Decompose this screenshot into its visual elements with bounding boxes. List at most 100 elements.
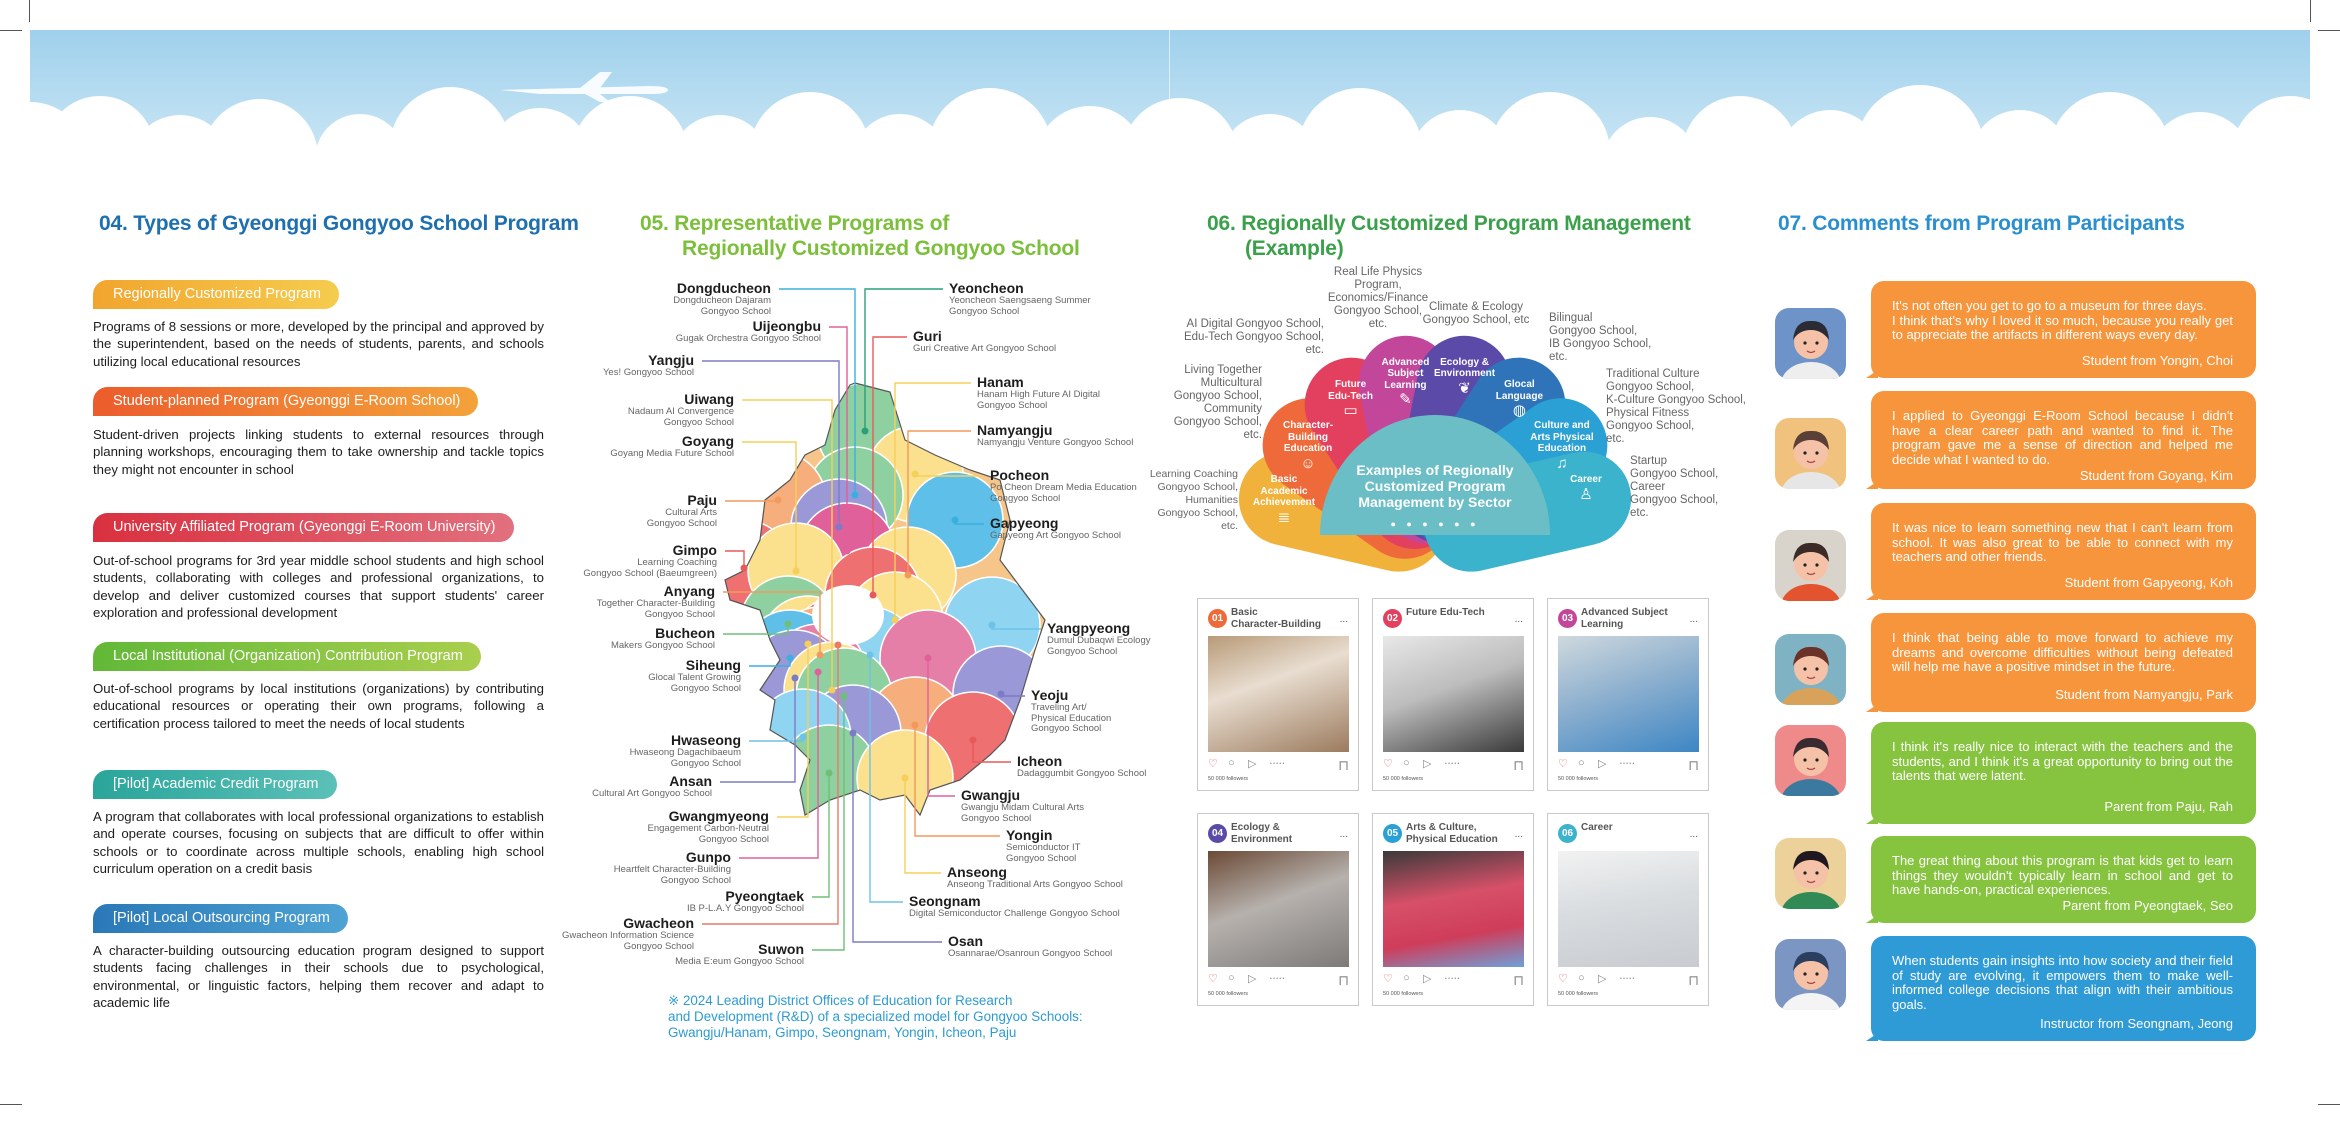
more-options-icon[interactable]: ... [1689,829,1698,840]
region-dot [774,496,782,504]
petal-label-text: Basic Academic Achievement [1252,474,1316,509]
send-icon[interactable]: ▷ [1423,758,1432,770]
carousel-dots: • • • • • [1620,761,1635,767]
heart-icon[interactable]: ♡ [1383,973,1393,985]
region-name: Bucheon [655,625,715,641]
comment-icon[interactable]: ○ [1403,972,1410,984]
comment-icon[interactable]: ○ [1228,757,1235,769]
region-dot [911,721,919,729]
participant-avatar [1775,725,1846,796]
send-icon[interactable]: ▷ [1598,758,1607,770]
school-name: Dumul Dubaqwi Ecology Gongyoo School [1047,635,1151,657]
region-name: Anseong [947,864,1007,880]
bookmark-icon[interactable]: ⊓ [1688,757,1699,773]
footnote: ※ 2024 Leading District Offices of Educa… [668,993,1083,1040]
card-photo [1558,636,1699,752]
card-actions: ♡○▷• • • • •⊓ [1558,972,1699,988]
send-icon[interactable]: ▷ [1598,973,1607,985]
participant-avatar [1775,838,1846,909]
bookmark-icon[interactable]: ⊓ [1513,757,1524,773]
send-icon[interactable]: ▷ [1423,973,1432,985]
heart-icon[interactable]: ♡ [1208,973,1218,985]
sector-examples: Climate & Ecology Gongyoo School, etc [1422,301,1530,326]
heart-icon[interactable]: ♡ [1558,758,1568,770]
send-icon[interactable]: ▷ [1248,758,1257,770]
region-dot [804,640,812,648]
map-region [943,576,1041,674]
crop-mark [2318,30,2340,31]
send-icon[interactable]: ▷ [1248,973,1257,985]
bookmark-icon[interactable]: ⊓ [1338,972,1349,988]
followers-count: 50 000 followers [1383,776,1424,782]
region-name: Paju [687,492,717,508]
airplane-icon [500,72,668,102]
petal-label: Glocal Language◍ [1477,379,1561,418]
comment-icon[interactable]: ○ [1578,757,1585,769]
comment-author: Student from Yongin, Choi [2081,353,2233,368]
card-number-badge: 04 [1208,824,1227,843]
section-title-text: Representative Programs of [674,212,950,235]
region-dot [791,674,799,682]
comment-icon[interactable]: ○ [1403,757,1410,769]
heart-icon[interactable]: ♡ [1208,758,1218,770]
program-type-badge: Student-planned Program (Gyeonggi E-Room… [93,387,479,416]
school-name: Gwangju Midam Cultural Arts Gongyoo Scho… [961,802,1085,824]
more-options-icon[interactable]: ... [1339,614,1348,625]
participant-avatar [1775,634,1846,705]
map-region [729,451,827,549]
card-number-badge: 06 [1558,824,1577,843]
school-name: IB P-L.A.Y Gongyoo School [686,903,804,914]
leader-line [812,773,830,898]
region-name: Goyang [681,433,734,449]
bookmark-icon[interactable]: ⊓ [1338,757,1349,773]
leader-line [991,625,1041,630]
card-photo [1383,851,1524,967]
comment-icon[interactable]: ○ [1228,972,1235,984]
region-name: Icheon [1017,753,1063,769]
heart-icon[interactable]: ♡ [1383,758,1393,770]
region-name: Pocheon [990,467,1050,483]
people-icon: ☺ [1300,454,1316,472]
region-dot [834,641,842,649]
program-type-description: Programs of 8 sessions or more, develope… [93,319,544,369]
region-name: Osan [948,933,984,949]
school-name: Glocal Talent Growing Gongyoo School [648,672,741,694]
card-actions: ♡○▷• • • • •⊓ [1208,757,1349,773]
map-region [783,641,881,739]
more-options-icon[interactable]: ... [1514,614,1523,625]
map-region [856,729,954,815]
region-dot [825,769,833,777]
books-icon: ≣ [1277,508,1291,526]
region-dot [835,523,843,531]
school-name: Learning Coaching Gongyoo School (Baeumg… [583,557,717,579]
followers-count: 50 000 followers [1208,776,1249,782]
bookmark-icon[interactable]: ⊓ [1688,972,1699,988]
followers-count: 50 000 followers [1208,991,1249,997]
school-name: Digital Semiconductor Challenge Gongyoo … [909,908,1120,919]
more-options-icon[interactable]: ... [1339,829,1348,840]
bookmark-icon[interactable]: ⊓ [1513,972,1524,988]
more-options-icon[interactable]: ... [1514,829,1523,840]
region-name: Guri [913,328,942,344]
sector-examples: AI Digital Gongyoo School, Edu-Tech Gong… [1183,318,1324,356]
card-title: Arts & Culture, Physical Education [1406,822,1498,845]
section-04-title: 04. Types of Gyeonggi Gongyoo School Pro… [99,211,579,236]
heart-icon[interactable]: ♡ [1558,973,1568,985]
crop-mark [2318,1104,2340,1105]
map-region [798,502,896,600]
region-name: Yangpyeong [1047,620,1131,636]
comment-icon[interactable]: ○ [1578,972,1585,984]
more-options-icon[interactable]: ... [1689,614,1698,625]
